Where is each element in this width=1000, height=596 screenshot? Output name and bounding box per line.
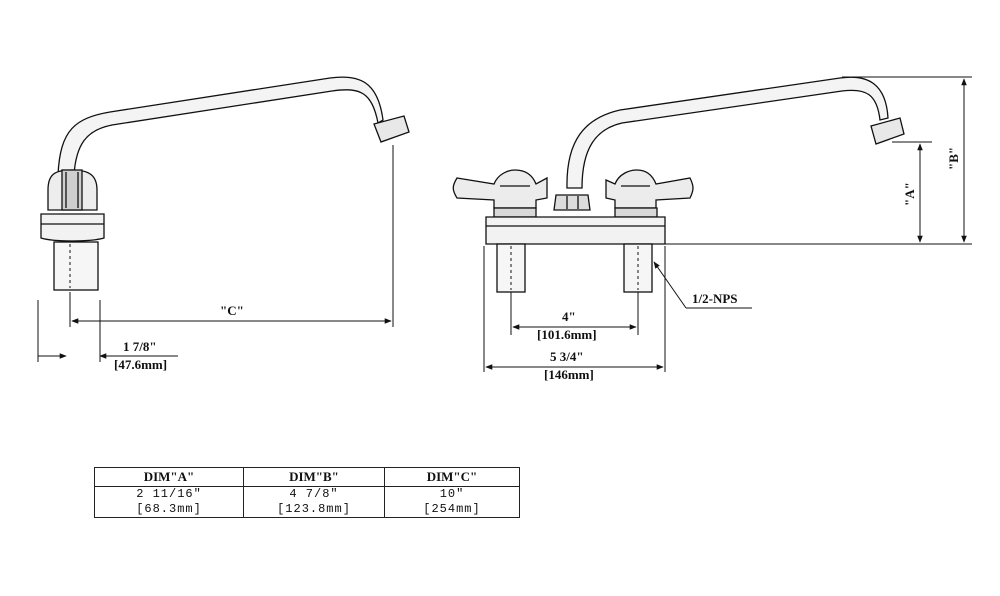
center-spacing: 4" [562, 309, 576, 324]
front-deck [485, 216, 666, 245]
dim-c-label: "C" [220, 303, 244, 318]
header-dim-b: DIM"B" [243, 467, 385, 487]
front-aerator [870, 117, 905, 145]
dim-a-imperial: 2 11/16" [136, 487, 202, 501]
center-spacing-metric: [101.6mm] [537, 327, 597, 342]
front-center-nut [553, 194, 591, 211]
dim-b-label: "B" [946, 147, 961, 170]
front-spout [566, 76, 889, 189]
dim-a-metric: [68.3mm] [136, 502, 202, 516]
side-view [37, 76, 410, 362]
overall-width: 5 3/4" [550, 349, 584, 364]
table-row: 2 11/16" [68.3mm] 4 7/8" [123.8mm] 10" [… [94, 486, 520, 518]
offset-metric: [47.6mm] [114, 357, 167, 372]
table-header-row: DIM"A" DIM"B" DIM"C" [94, 467, 520, 487]
dim-c-metric: [254mm] [423, 502, 481, 516]
offset-fraction: 1 7/8" [123, 339, 157, 354]
front-left-handle [452, 169, 548, 209]
side-shank [53, 241, 99, 291]
cell-dim-c: 10" [254mm] [385, 487, 520, 518]
dim-b-imperial: 4 7/8" [289, 487, 339, 501]
header-dim-a: DIM"A" [94, 467, 244, 487]
side-base [40, 213, 105, 242]
side-spout [57, 76, 384, 176]
thread-callout: 1/2-NPS [692, 291, 738, 306]
dim-c-imperial: 10" [439, 487, 465, 501]
dim-b-metric: [123.8mm] [277, 502, 351, 516]
cell-dim-b: 4 7/8" [123.8mm] [243, 486, 385, 518]
dim-a-label: "A" [902, 182, 917, 206]
header-dim-c: DIM"C" [384, 467, 520, 487]
front-right-handle [605, 169, 694, 209]
overall-width-metric: [146mm] [544, 367, 594, 382]
front-view [452, 76, 972, 372]
side-aerator [373, 115, 410, 143]
side-handle-stem [61, 169, 83, 211]
cell-dim-a: 2 11/16" [68.3mm] [94, 486, 244, 518]
dimension-table: DIM"A" DIM"B" DIM"C" 2 11/16" [68.3mm] 4… [94, 467, 520, 518]
